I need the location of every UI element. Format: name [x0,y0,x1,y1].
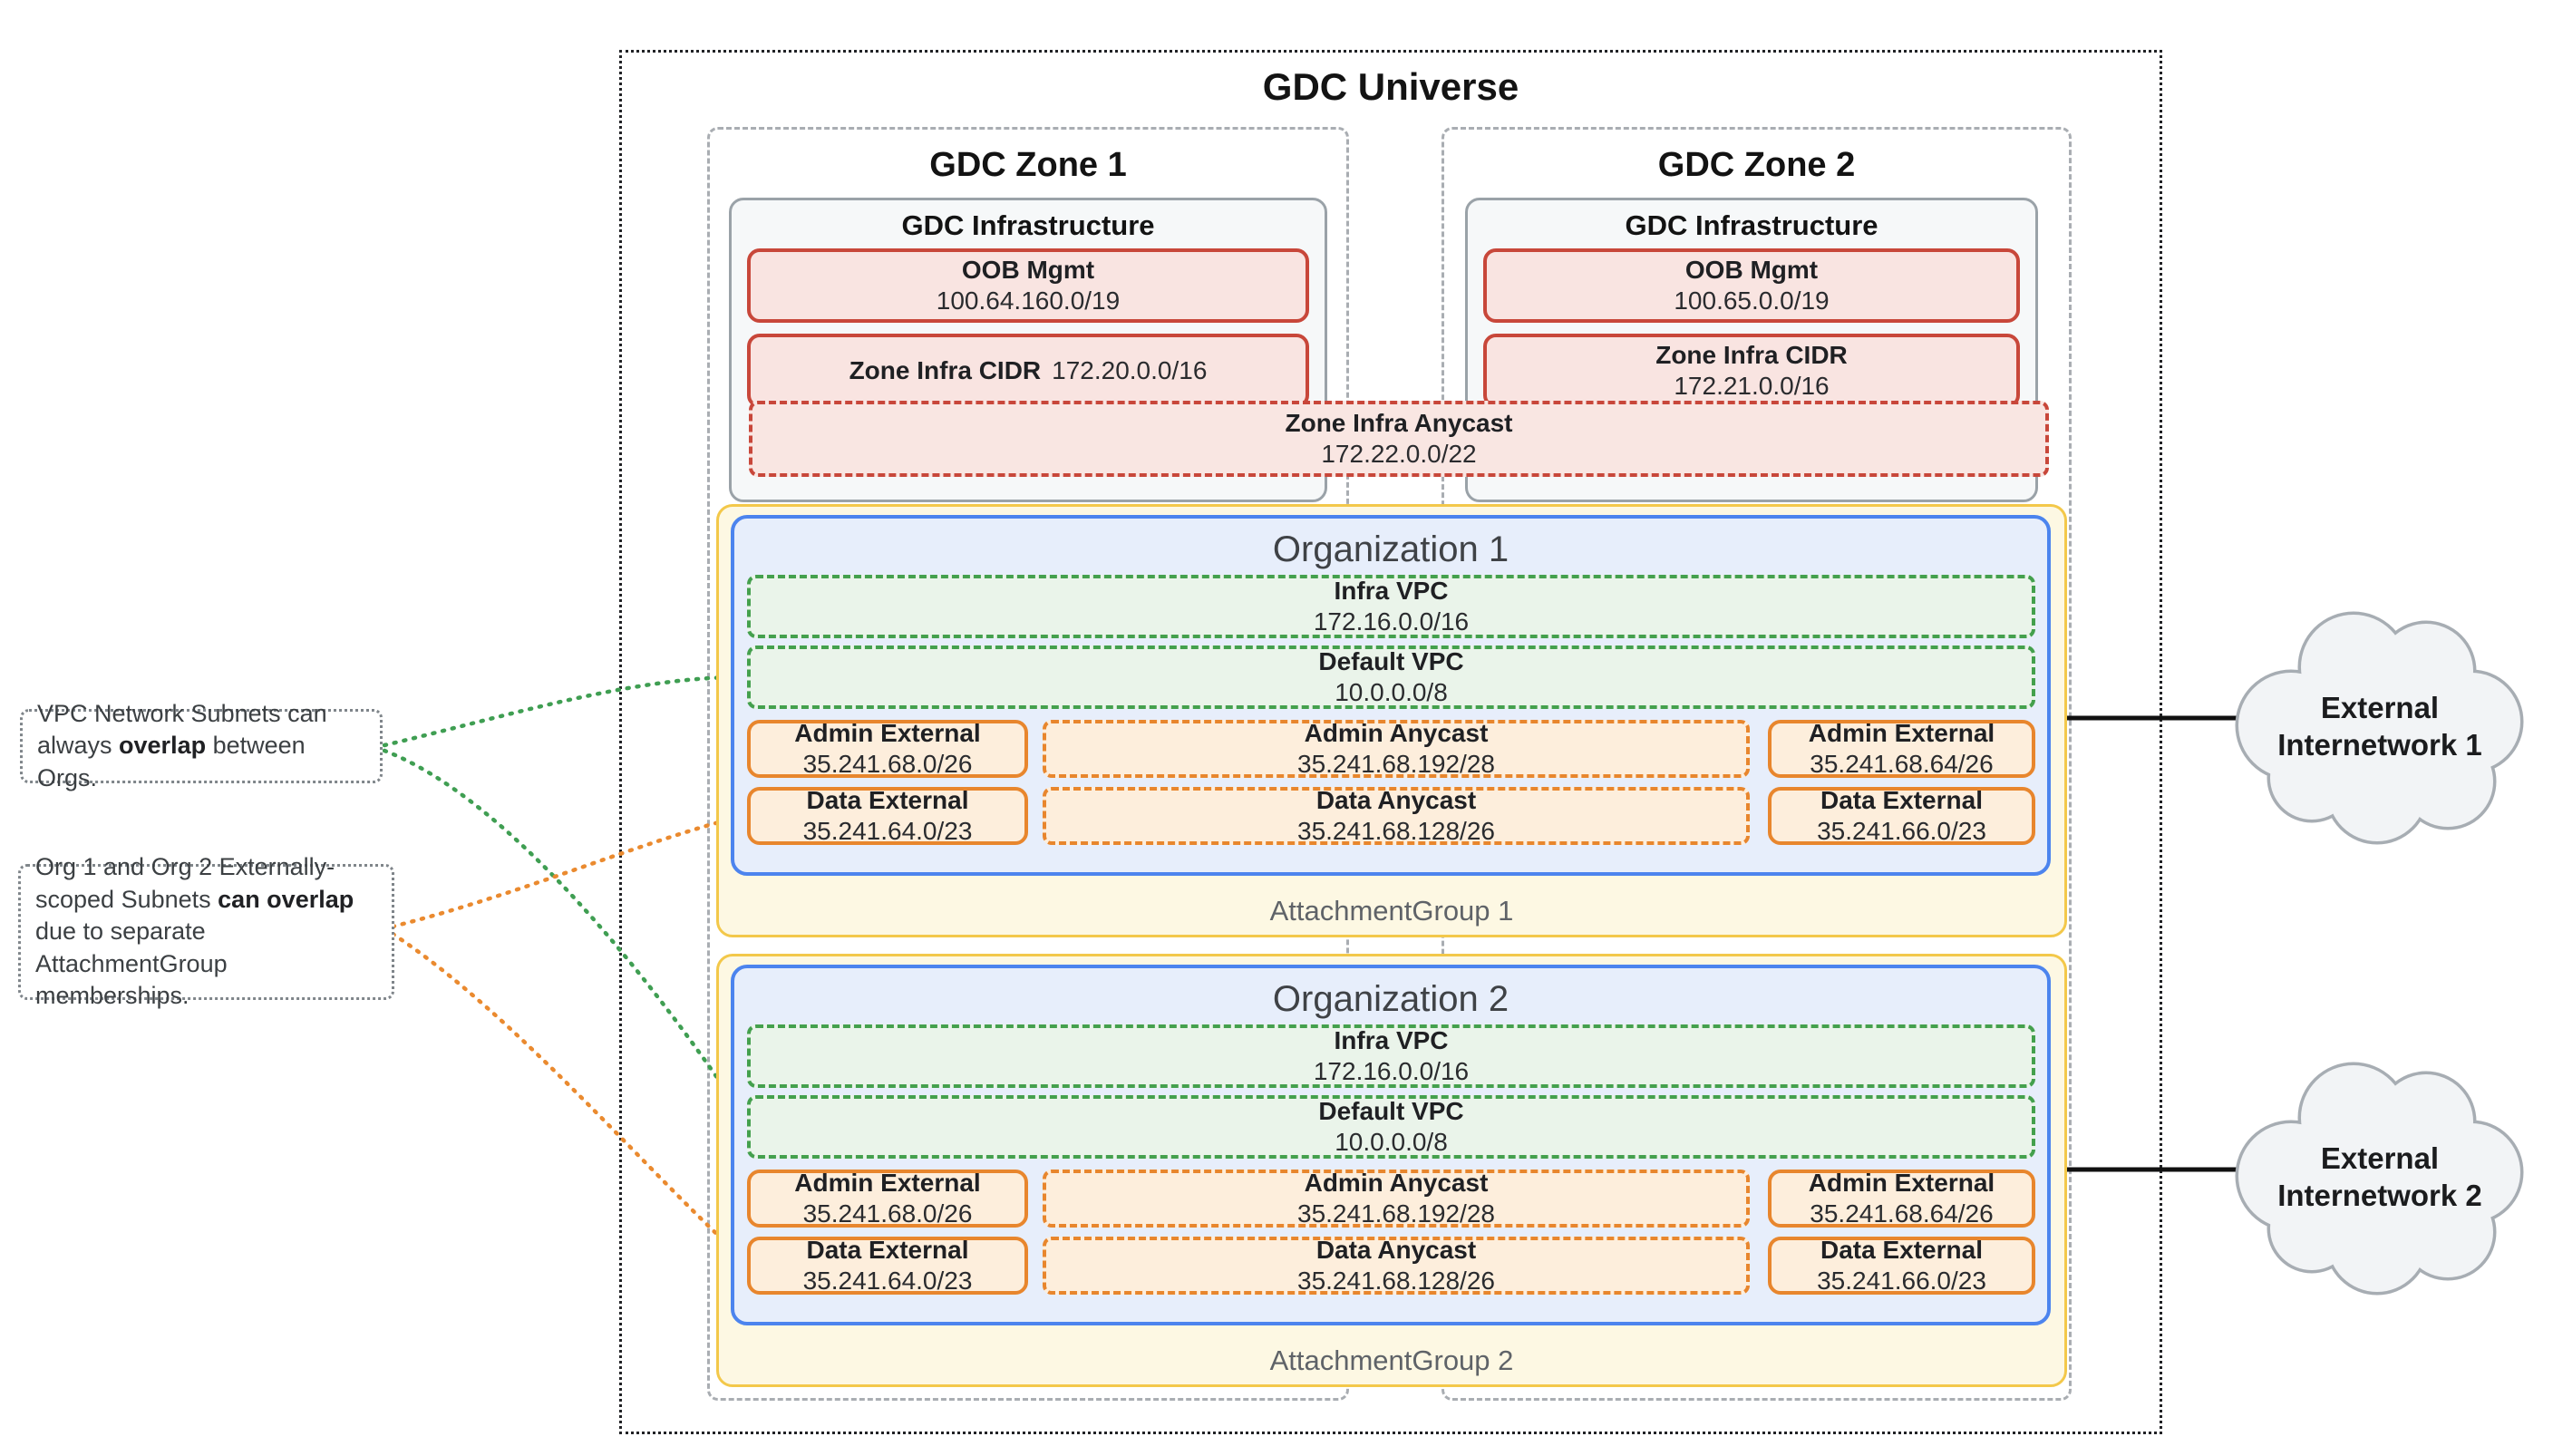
org1-admin-external-right-box: Admin External 35.241.68.64/26 [1768,719,2035,778]
org2-admin-anycast-box: Admin Anycast 35.241.68.192/28 [1043,1169,1750,1228]
subnet-cidr: 35.241.66.0/23 [1817,1267,1986,1295]
subnet-cidr: 35.241.64.0/23 [802,1267,973,1295]
subnet-cidr: 35.241.68.64/26 [1810,1199,1994,1228]
infra-vpc-label: Infra VPC [1334,577,1449,606]
zone-infra-cidr-label: Zone Infra CIDR [849,356,1042,385]
zone-infra-anycast-cidr: 172.22.0.0/22 [1321,440,1477,468]
oob-mgmt-label: OOB Mgmt [961,256,1095,285]
org2-data-external-left-box: Data External 35.241.64.0/23 [747,1236,1028,1295]
zone-1-title: GDC Zone 1 [929,146,1127,184]
attachment-group-2-label: AttachmentGroup 2 [1269,1344,1514,1376]
oob-mgmt-cidr: 100.65.0.0/19 [1674,286,1830,315]
zone-1-oob-mgmt-box: OOB Mgmt 100.64.160.0/19 [747,248,1309,323]
external-internetwork-1-label: External Internetwork 1 [2277,691,2482,762]
org2-default-vpc-box: Default VPC 10.0.0.0/8 [747,1095,2035,1159]
subnet-cidr: 35.241.68.0/26 [802,750,973,778]
org1-infra-vpc-box: Infra VPC 172.16.0.0/16 [747,575,2035,638]
zone-2-oob-mgmt-box: OOB Mgmt 100.65.0.0/19 [1483,248,2020,323]
external-internetwork-2-label: External Internetwork 2 [2277,1141,2482,1213]
subnet-label: Admin Anycast [1304,719,1489,748]
subnet-cidr: 35.241.68.128/26 [1297,1267,1495,1295]
attachment-group-1-label: AttachmentGroup 1 [1269,895,1514,927]
subnet-label: Data Anycast [1315,1236,1477,1265]
org1-data-external-left-box: Data External 35.241.64.0/23 [747,786,1028,845]
zone-2-infra-cidr-box: Zone Infra CIDR 172.21.0.0/16 [1483,334,2020,408]
oob-mgmt-cidr: 100.64.160.0/19 [936,286,1121,315]
zone-2-title: GDC Zone 2 [1657,146,1856,184]
subnet-cidr: 35.241.64.0/23 [802,817,973,845]
org2-data-external-right-box: Data External 35.241.66.0/23 [1768,1236,2035,1295]
zone-infra-anycast-box: Zone Infra Anycast 172.22.0.0/22 [749,401,2049,477]
subnet-cidr: 35.241.68.0/26 [802,1199,973,1228]
zone-infra-anycast-label: Zone Infra Anycast [1285,409,1513,438]
subnet-label: Data External [806,1236,969,1265]
org1-data-anycast-box: Data Anycast 35.241.68.128/26 [1043,786,1750,845]
org2-admin-external-right-box: Admin External 35.241.68.64/26 [1768,1169,2035,1228]
zone-infra-cidr-label: Zone Infra CIDR [1655,341,1848,370]
infra-vpc-cidr: 172.16.0.0/16 [1313,607,1470,636]
default-vpc-label: Default VPC [1318,1097,1464,1126]
org2-admin-external-left-box: Admin External 35.241.68.0/26 [747,1169,1028,1228]
note-vpc-subnets-overlap: VPC Network Subnets can always overlap b… [20,700,383,791]
org1-default-vpc-box: Default VPC 10.0.0.0/8 [747,645,2035,709]
subnet-label: Admin External [1808,719,1995,748]
oob-mgmt-label: OOB Mgmt [1684,256,1819,285]
subnet-label: Data External [1820,1236,1983,1265]
subnet-cidr: 35.241.66.0/23 [1817,817,1986,845]
org2-infra-vpc-box: Infra VPC 172.16.0.0/16 [747,1024,2035,1088]
subnet-label: Data Anycast [1315,786,1477,815]
org1-admin-anycast-box: Admin Anycast 35.241.68.192/28 [1043,719,1750,778]
note-external-subnets-overlap: Org 1 and Org 2 Externally-scoped Subnet… [18,853,394,1009]
organization-1-title: Organization 1 [1272,529,1509,569]
default-vpc-cidr: 10.0.0.0/8 [1335,678,1448,706]
subnet-label: Admin External [1808,1169,1995,1198]
org1-admin-external-left-box: Admin External 35.241.68.0/26 [747,719,1028,778]
subnet-label: Admin External [794,719,981,748]
subnet-cidr: 35.241.68.128/26 [1297,817,1495,845]
infra-vpc-label: Infra VPC [1334,1026,1449,1055]
organization-2-title: Organization 2 [1272,979,1509,1019]
subnet-cidr: 35.241.68.192/28 [1297,1199,1495,1228]
default-vpc-label: Default VPC [1318,647,1464,676]
zone-1-infra-cidr-box: Zone Infra CIDR 172.20.0.0/16 [747,334,1309,408]
default-vpc-cidr: 10.0.0.0/8 [1335,1128,1448,1156]
org2-data-anycast-box: Data Anycast 35.241.68.128/26 [1043,1236,1750,1295]
zone-infra-cidr-value: 172.20.0.0/16 [1052,356,1208,385]
subnet-label: Admin Anycast [1304,1169,1489,1198]
subnet-label: Admin External [794,1169,981,1198]
subnet-label: Data External [806,786,969,815]
infra-vpc-cidr: 172.16.0.0/16 [1313,1057,1470,1085]
subnet-cidr: 35.241.68.64/26 [1810,750,1994,778]
zone-1-infrastructure-title: GDC Infrastructure [901,209,1155,241]
universe-title: GDC Universe [1262,65,1519,108]
subnet-label: Data External [1820,786,1983,815]
org1-data-external-right-box: Data External 35.241.66.0/23 [1768,786,2035,845]
zone-infra-cidr-value: 172.21.0.0/16 [1674,372,1830,400]
subnet-cidr: 35.241.68.192/28 [1297,750,1495,778]
zone-2-infrastructure-title: GDC Infrastructure [1625,209,1878,241]
